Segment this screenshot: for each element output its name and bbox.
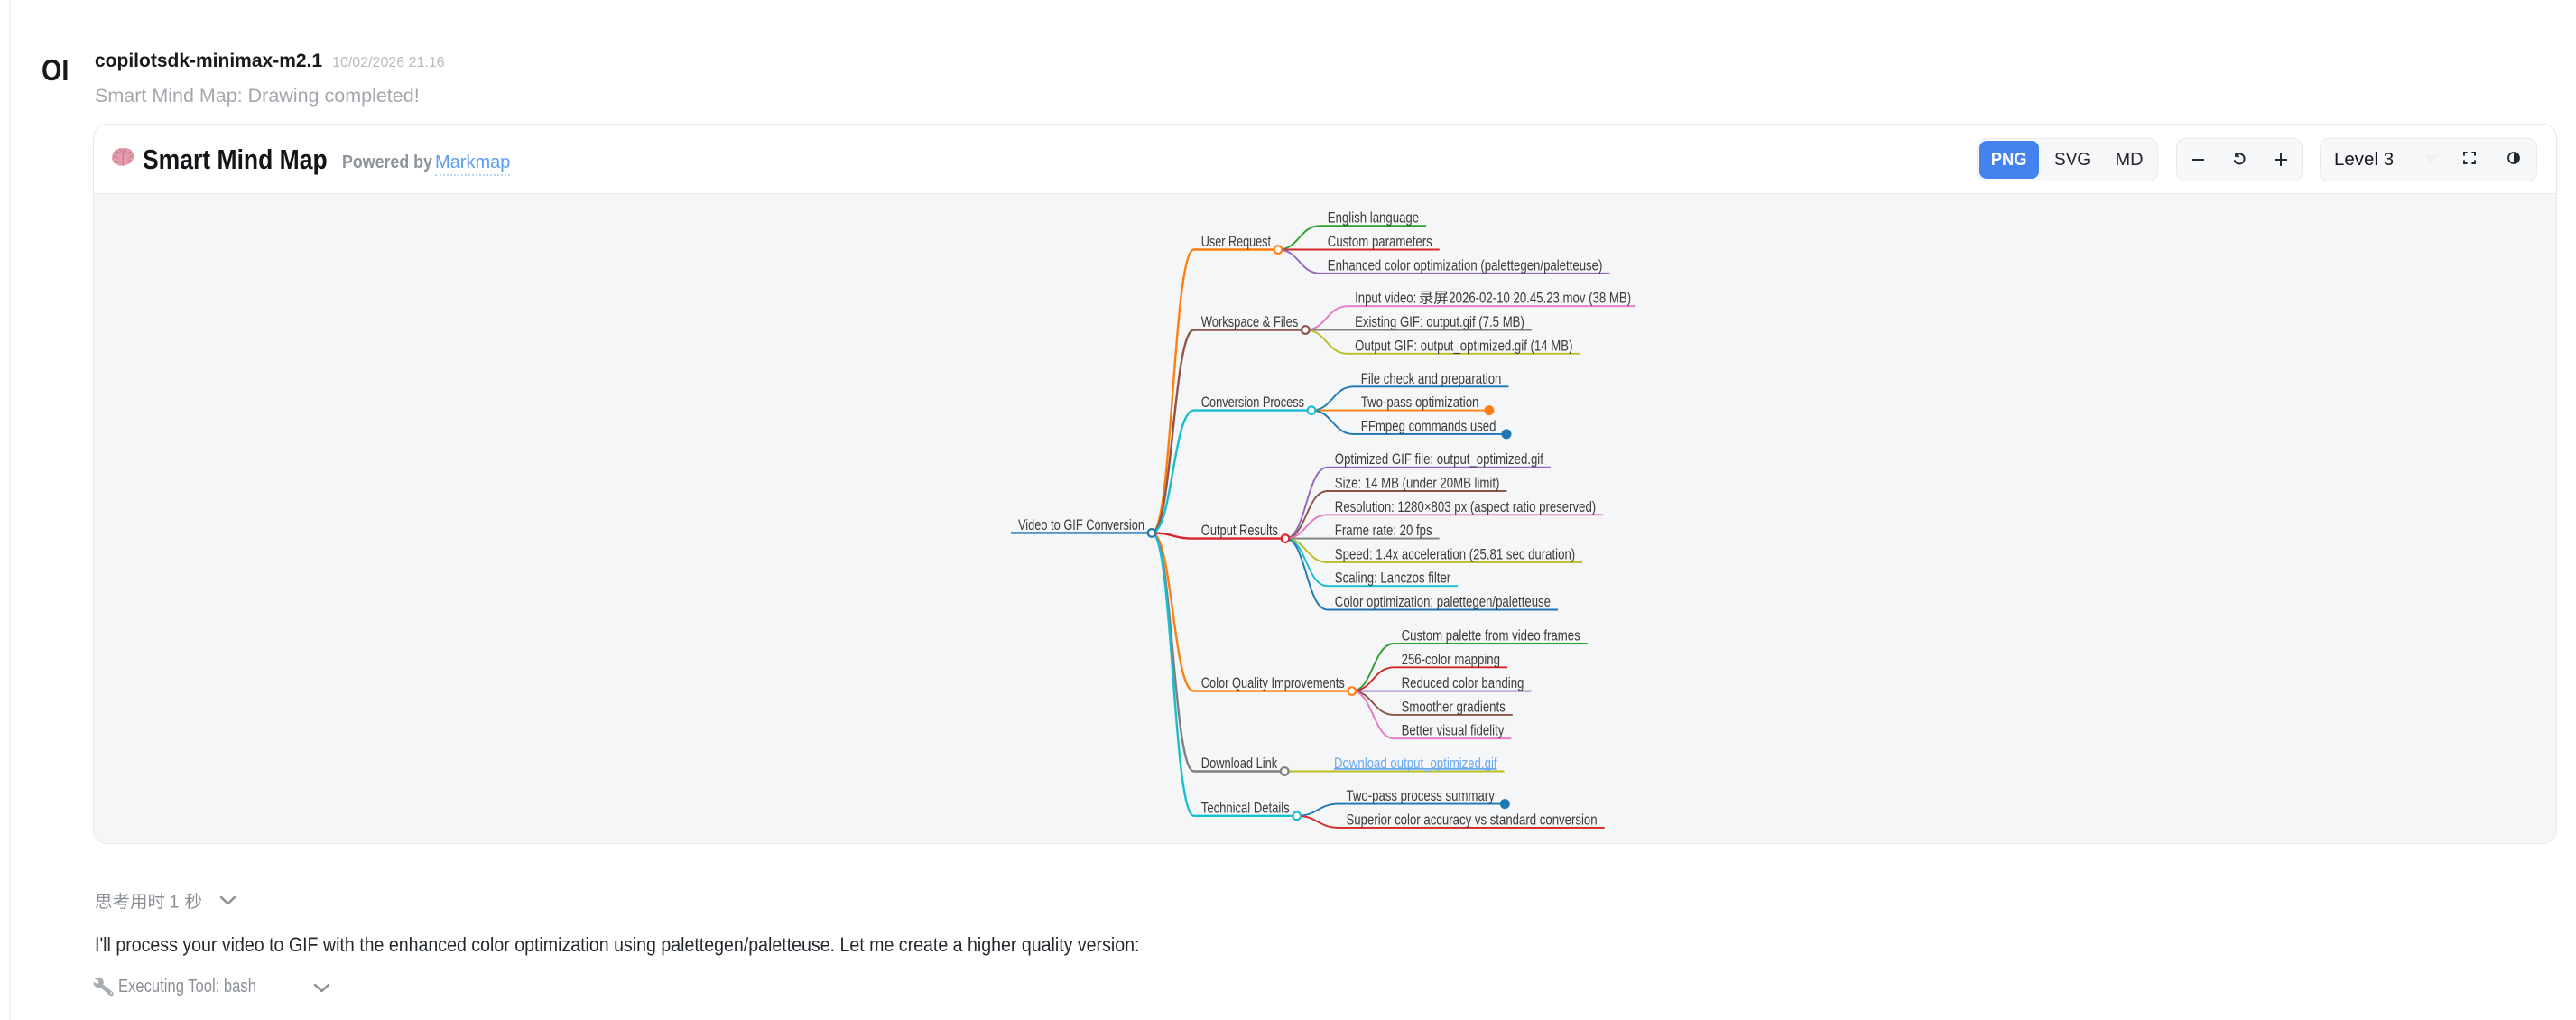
svg-text:Conversion Process: Conversion Process bbox=[1201, 394, 1304, 411]
svg-text:2026-02-10 20.45.23.mov (38 MB: 2026-02-10 20.45.23.mov (38 MB) bbox=[1449, 291, 1631, 307]
svg-text:Custom palette from video fram: Custom palette from video frames bbox=[1402, 628, 1580, 644]
svg-text:Two-pass process summary: Two-pass process summary bbox=[1347, 788, 1496, 804]
svg-text:Two-pass optimization: Two-pass optimization bbox=[1361, 394, 1479, 411]
svg-text:Superior color accuracy vs sta: Superior color accuracy vs standard conv… bbox=[1347, 811, 1598, 828]
svg-text:Download Link: Download Link bbox=[1201, 756, 1278, 772]
svg-text:Size: 14 MB (under 20MB limit): Size: 14 MB (under 20MB limit) bbox=[1335, 476, 1500, 492]
svg-text:Enhanced color optimization (p: Enhanced color optimization (palettegen/… bbox=[1328, 257, 1603, 274]
svg-text:File check and preparation: File check and preparation bbox=[1361, 371, 1502, 387]
svg-text:Speed: 1.4x acceleration (25.8: Speed: 1.4x acceleration (25.81 sec dura… bbox=[1335, 546, 1575, 562]
svg-text:Video to GIF Conversion: Video to GIF Conversion bbox=[1018, 517, 1144, 533]
svg-text:Existing GIF: output.gif (7.5: Existing GIF: output.gif (7.5 MB) bbox=[1355, 314, 1524, 330]
svg-text:Workspace & Files: Workspace & Files bbox=[1201, 314, 1299, 330]
svg-text:English language: English language bbox=[1328, 210, 1419, 227]
svg-text:Custom parameters: Custom parameters bbox=[1328, 234, 1432, 250]
svg-text:Reduced color banding: Reduced color banding bbox=[1402, 675, 1524, 691]
svg-text:Color Quality Improvements: Color Quality Improvements bbox=[1201, 675, 1345, 691]
svg-text:Frame rate: 20 fps: Frame rate: 20 fps bbox=[1335, 523, 1432, 539]
svg-text:256-color mapping: 256-color mapping bbox=[1402, 652, 1500, 668]
svg-text:Technical Details: Technical Details bbox=[1201, 800, 1290, 816]
svg-text:Smoother gradients: Smoother gradients bbox=[1402, 699, 1506, 715]
svg-text:Scaling: Lanczos filter: Scaling: Lanczos filter bbox=[1335, 570, 1451, 587]
svg-text:FFmpeg commands used: FFmpeg commands used bbox=[1361, 418, 1496, 434]
svg-text:Color optimization: palettegen: Color optimization: palettegen/paletteus… bbox=[1335, 594, 1551, 610]
svg-text:1: 1 bbox=[170, 893, 180, 913]
svg-text:Optimized GIF file: output_opt: Optimized GIF file: output_optimized.gif bbox=[1335, 451, 1543, 468]
svg-text:Better visual fidelity: Better visual fidelity bbox=[1402, 723, 1505, 739]
svg-text:Output Results: Output Results bbox=[1201, 523, 1278, 539]
svg-text:Download output_optimized.gif: Download output_optimized.gif bbox=[1334, 756, 1497, 772]
svg-text:Output GIF: output_optimized.g: Output GIF: output_optimized.gif (14 MB) bbox=[1355, 338, 1572, 354]
svg-text:Resolution: 1280×803 px (aspec: Resolution: 1280×803 px (aspect ratio pr… bbox=[1335, 499, 1596, 515]
svg-text:Input video:: Input video: bbox=[1355, 291, 1416, 307]
svg-text:User Request: User Request bbox=[1201, 234, 1272, 250]
